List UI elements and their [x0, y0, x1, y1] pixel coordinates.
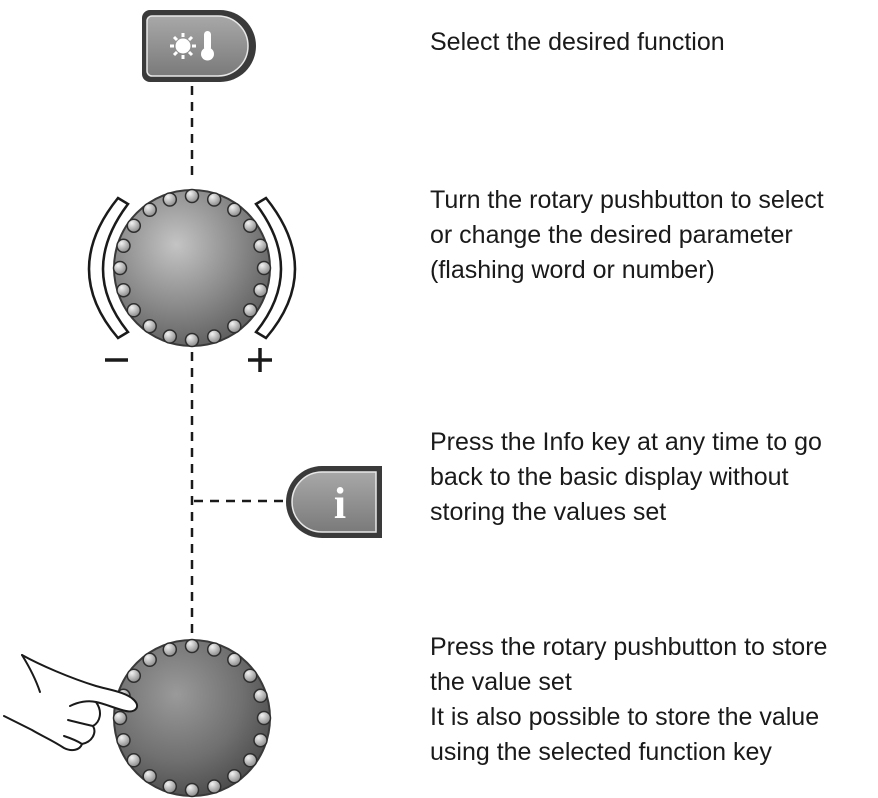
knob-beads [112, 638, 272, 798]
thermometer-icon [201, 31, 214, 61]
knob-bead [162, 329, 178, 344]
knob-bead [227, 202, 242, 218]
knob-bead [242, 753, 258, 768]
knob-bead [206, 192, 222, 207]
knob-bead [142, 202, 157, 218]
step-text-line: (flashing word or number) [430, 256, 715, 284]
knob-bead [242, 218, 258, 233]
knob-bead [126, 753, 142, 768]
rotary-knob-turn[interactable] [87, 188, 297, 348]
knob-bead [126, 668, 142, 683]
step-text-line: using the selected function key [430, 738, 772, 766]
knob-bead [162, 192, 178, 207]
knob-bead [184, 332, 200, 348]
knob-bead [253, 688, 268, 704]
rotary-knob-press[interactable] [112, 638, 272, 798]
knob-bead [206, 329, 222, 344]
knob-bead [142, 768, 157, 784]
sun-icon [170, 33, 196, 59]
knob-bead [142, 318, 157, 334]
step-text-line: Press the Info key at any time to go [430, 428, 822, 456]
knob-bead [142, 652, 157, 668]
function-key[interactable] [142, 10, 256, 82]
knob-bead [116, 238, 131, 254]
knob-bead [253, 238, 268, 254]
knob-bead [116, 282, 131, 298]
knob-bead [162, 779, 178, 794]
knob-bead [206, 779, 222, 794]
knob-bead [126, 218, 142, 233]
step-text-line: the value set [430, 668, 572, 696]
step-select-function: Select the desired function [430, 25, 870, 60]
knob-bead [242, 303, 258, 318]
knob-bead [116, 732, 131, 748]
step-text-line: Select the desired function [430, 28, 725, 56]
plus-sign-icon [248, 348, 272, 372]
knob-bead [227, 318, 242, 334]
step-turn-rotary: Turn the rotary pushbutton to select or … [430, 183, 870, 288]
step-text-line: It is also possible to store the value [430, 703, 820, 731]
step-text-line: storing the values set [430, 498, 667, 526]
info-key[interactable]: i [286, 466, 382, 538]
step-text-line: back to the basic display without [430, 463, 789, 491]
knob-bead [227, 652, 242, 668]
knob-bead [162, 642, 178, 657]
knob-bead [242, 668, 258, 683]
knob-beads [112, 188, 272, 348]
knob-bead [184, 188, 200, 204]
knob-bead [256, 260, 272, 276]
right-arc [254, 196, 297, 340]
info-key-label: i [334, 479, 346, 528]
knob-bead [227, 768, 242, 784]
knob-bead [256, 710, 272, 726]
knob-bead [184, 638, 200, 654]
step-store-value: Press the rotary pushbutton to store the… [430, 630, 870, 770]
step-info-key: Press the Info key at any time to go bac… [430, 425, 870, 530]
knob-bead [184, 782, 200, 798]
step-text-line: or change the desired parameter [430, 221, 793, 249]
step-text-line: Turn the rotary pushbutton to select [430, 186, 824, 214]
left-arc [87, 196, 130, 340]
step-text-line: Press the rotary pushbutton to store [430, 633, 828, 661]
knob-bead [126, 303, 142, 318]
knob-bead [253, 732, 268, 748]
knob-bead [253, 282, 268, 298]
knob-bead [206, 642, 222, 657]
knob-bead [112, 260, 128, 276]
pointing-hand-icon [3, 654, 138, 752]
knob-bead [112, 710, 128, 726]
